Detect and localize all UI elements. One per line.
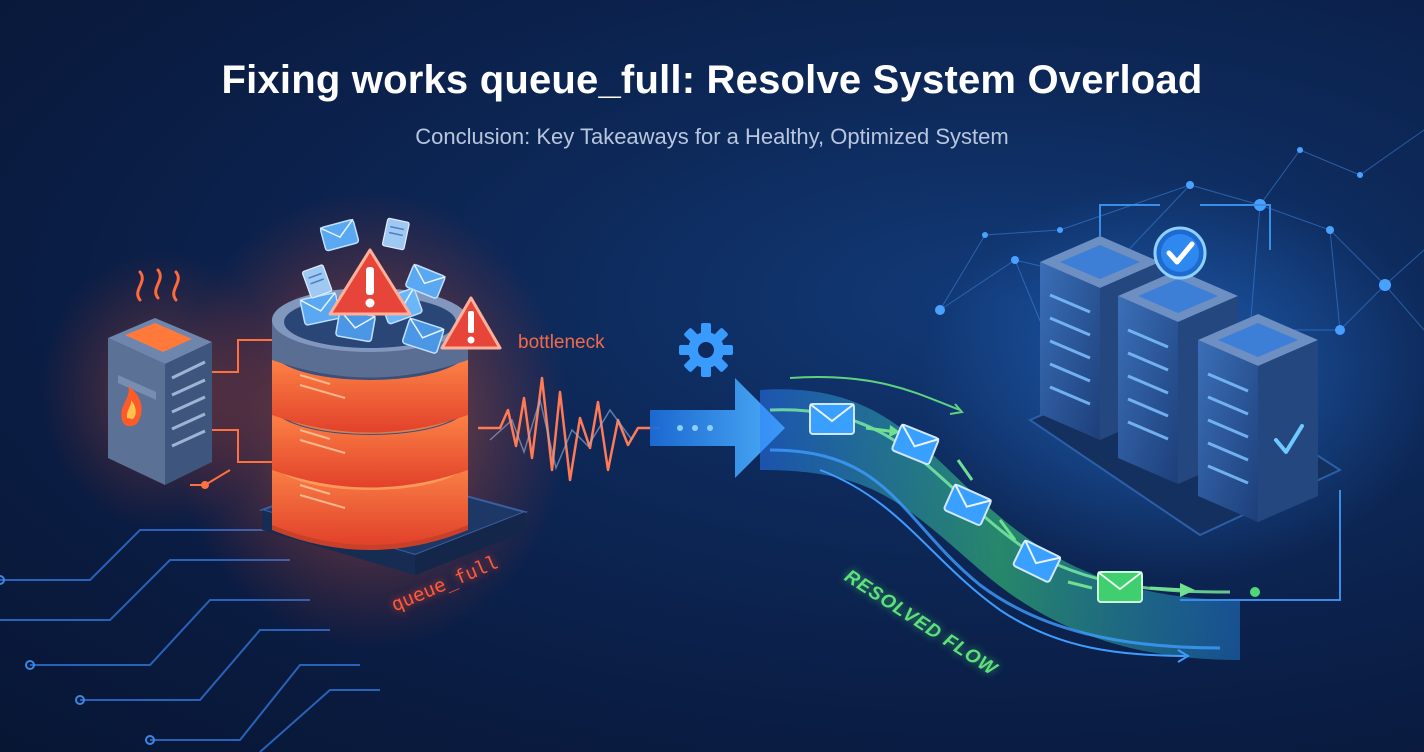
envelope-icon — [405, 263, 446, 299]
warning-icon — [328, 248, 412, 316]
checkmark-icon — [1274, 424, 1304, 454]
flame-icon — [121, 386, 142, 427]
envelope-icon — [943, 483, 992, 526]
warning-icon — [440, 296, 502, 350]
document-icon — [381, 217, 410, 251]
bottleneck-label: bottleneck — [518, 332, 605, 353]
circuit-nodes — [0, 575, 155, 745]
checkmark-icon — [1153, 226, 1207, 280]
envelope-icon — [401, 317, 445, 354]
bottleneck-signal-echo — [489, 397, 633, 471]
heat-waves — [136, 268, 180, 302]
envelope-icon — [319, 218, 360, 252]
page-title: Fixing works queue_full: Resolve System … — [221, 58, 1203, 102]
flow-arrow — [650, 378, 785, 478]
server-cluster — [1027, 204, 1343, 601]
link-node — [201, 481, 209, 489]
flow-messages — [809, 403, 1195, 603]
page-subtitle: Conclusion: Key Takeaways for a Healthy,… — [415, 124, 1009, 149]
envelope-icon — [1097, 571, 1143, 603]
envelope-icon — [891, 423, 940, 466]
envelope-icon — [1012, 539, 1062, 583]
envelope-icon — [809, 403, 855, 435]
overheated-server — [108, 318, 212, 485]
document-icon — [301, 264, 333, 299]
server-rack — [1198, 314, 1318, 522]
gear-icon — [679, 323, 733, 377]
